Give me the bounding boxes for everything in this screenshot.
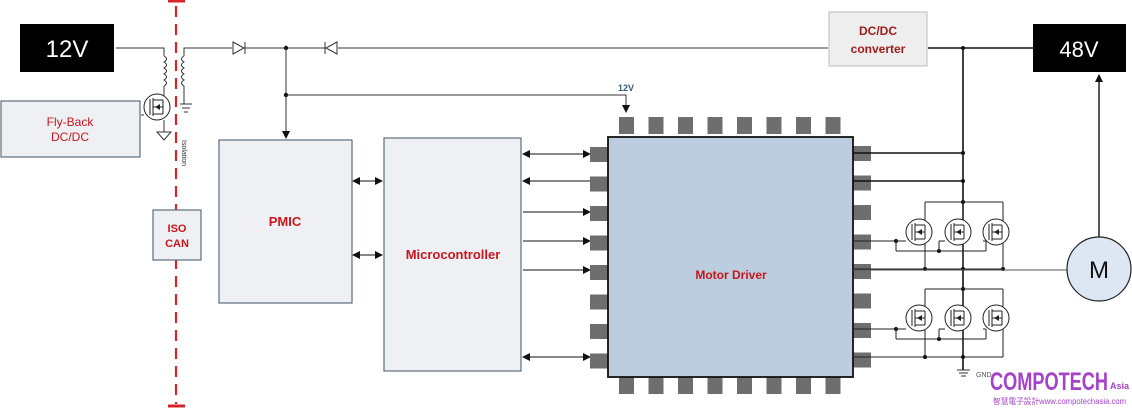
pmic-label: PMIC bbox=[269, 214, 302, 229]
dcdc-label-2: converter bbox=[851, 42, 906, 56]
source-48v: 48V bbox=[1033, 24, 1126, 72]
driver-pin-bottom bbox=[619, 377, 634, 394]
driver-pin-bottom bbox=[825, 377, 841, 394]
diode-1 bbox=[232, 41, 246, 55]
mosfet-icon bbox=[905, 218, 933, 246]
mosfet-icon bbox=[944, 304, 972, 332]
driver-pin-bottom bbox=[707, 377, 723, 394]
mosfet-icon bbox=[944, 218, 972, 246]
primary-switch-fet bbox=[141, 93, 173, 141]
driver-pin-right bbox=[853, 323, 871, 338]
gnd-label: GND bbox=[976, 372, 992, 379]
driver-pin-top bbox=[796, 117, 811, 134]
flyback-label-2: DC/DC bbox=[51, 130, 89, 144]
microcontroller-block: Microcontroller bbox=[383, 137, 522, 372]
driver-pin-left bbox=[590, 235, 608, 251]
watermark-suffix: Asia bbox=[1110, 381, 1130, 391]
motor-driver-label: Motor Driver bbox=[695, 268, 767, 282]
motor-driver-chip: Motor Driver bbox=[590, 117, 871, 394]
source-12v-label: 12V bbox=[46, 36, 89, 63]
driver-pin-right bbox=[853, 352, 871, 368]
driver-pin-left bbox=[590, 147, 608, 162]
driver-pin-top bbox=[766, 117, 782, 134]
driver-pin-left bbox=[590, 294, 608, 310]
iso-can-label-1: ISO bbox=[168, 223, 187, 235]
driver-pin-bottom bbox=[648, 377, 664, 394]
diode-2 bbox=[324, 41, 338, 55]
driver-pin-top bbox=[707, 117, 723, 134]
pmic-block: PMIC bbox=[218, 139, 353, 304]
driver-pin-right bbox=[853, 234, 871, 250]
driver-pin-top bbox=[678, 117, 693, 134]
driver-pin-top bbox=[825, 117, 841, 134]
source-12v: 12V bbox=[20, 24, 114, 72]
watermark-brand: COMPOTECH bbox=[990, 368, 1108, 396]
source-48v-label: 48V bbox=[1059, 37, 1098, 62]
motor: M bbox=[853, 236, 1132, 302]
dcdc-converter-block: DC/DC converter bbox=[828, 11, 928, 67]
iso-can-block: ISO CAN bbox=[152, 209, 202, 261]
driver-pin-left bbox=[590, 324, 608, 339]
mcu-driver-links bbox=[522, 150, 591, 361]
driver-pin-right bbox=[853, 205, 871, 220]
driver-pin-bottom bbox=[737, 377, 752, 394]
driver-pin-left bbox=[590, 176, 608, 192]
rail-12v-label: 12V bbox=[618, 83, 634, 93]
driver-pin-right bbox=[853, 175, 871, 191]
iso-can-label-2: CAN bbox=[165, 238, 189, 250]
isolation-barrier bbox=[168, 0, 185, 408]
mosfet-icon bbox=[982, 304, 1010, 332]
driver-pin-right bbox=[853, 293, 871, 309]
driver-pin-left bbox=[590, 206, 608, 221]
junction-dot bbox=[961, 355, 965, 359]
microcontroller-label: Microcontroller bbox=[406, 247, 501, 262]
driver-pin-bottom bbox=[766, 377, 782, 394]
watermark-tagline: 智慧電子設計www.compotechasia.com bbox=[993, 396, 1126, 406]
mosfet-icon bbox=[905, 304, 933, 332]
motor-label: M bbox=[1089, 257, 1109, 284]
driver-pin-top bbox=[648, 117, 664, 134]
flyback-label-1: Fly-Back bbox=[47, 115, 95, 129]
half-bridge bbox=[853, 200, 1010, 359]
driver-pin-top bbox=[619, 117, 634, 134]
isolation-label: Isolation bbox=[180, 140, 187, 166]
driver-pin-left bbox=[590, 353, 608, 369]
mosfet-icon bbox=[982, 218, 1010, 246]
junction-dot bbox=[923, 355, 927, 359]
driver-pin-right bbox=[853, 264, 871, 279]
flyback-transformer bbox=[116, 47, 192, 113]
driver-pin-bottom bbox=[678, 377, 693, 394]
driver-pin-bottom bbox=[796, 377, 811, 394]
dcdc-label-1: DC/DC bbox=[859, 24, 897, 38]
ground-symbol bbox=[957, 369, 970, 377]
pmic-mcu-links bbox=[352, 177, 383, 259]
driver-pin-left bbox=[590, 265, 608, 280]
driver-pin-top bbox=[737, 117, 752, 134]
flyback-dcdc-block: Fly-Back DC/DC bbox=[0, 100, 141, 158]
